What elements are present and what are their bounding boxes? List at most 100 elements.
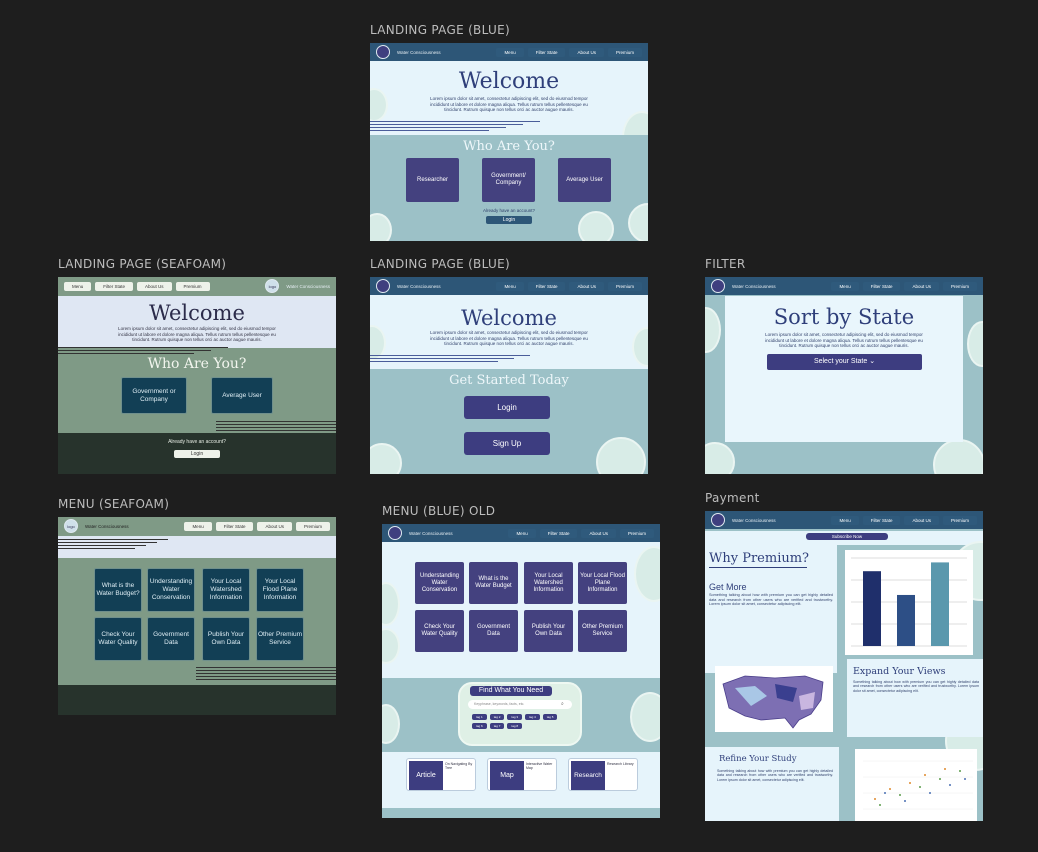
nav-menu-button[interactable]: Menu xyxy=(64,281,92,291)
role-government-button[interactable]: Government or Company xyxy=(121,377,187,414)
intro-text: Lorem ipsum dolor sit amet, consectetur … xyxy=(118,326,276,342)
menu-watershed-tile[interactable]: Your Local Watershed Information xyxy=(202,568,250,612)
nav-premium-button[interactable]: Premium xyxy=(942,515,977,525)
logo-icon[interactable] xyxy=(388,526,402,540)
menu-government-data-tile[interactable]: Government Data xyxy=(469,610,518,652)
role-average-user-button[interactable]: Average User xyxy=(211,377,273,414)
search-icon[interactable]: ⌕ xyxy=(561,701,564,707)
menu-premium-service-tile[interactable]: Other Premium Service xyxy=(578,610,627,652)
menu-conservation-tile[interactable]: Understanding Water Conservation xyxy=(415,562,464,604)
bar-chart xyxy=(845,550,973,655)
logo-icon[interactable]: logo xyxy=(265,279,280,293)
bar-chart-svg xyxy=(851,557,967,647)
menu-water-quality-tile[interactable]: Check Your Water Quality xyxy=(94,617,142,661)
chip[interactable]: tag 7 xyxy=(489,723,505,729)
bar xyxy=(863,571,881,646)
nav-filter-button[interactable]: Filter State xyxy=(862,515,901,525)
nav-filter-button[interactable]: Filter State xyxy=(527,47,566,57)
nav-premium-button[interactable]: Premium xyxy=(175,281,210,291)
payment-frame: Water Consciousness Menu Filter State Ab… xyxy=(705,511,983,821)
chip[interactable]: tag 2 xyxy=(489,714,505,720)
menu-publish-tile[interactable]: Publish Your Own Data xyxy=(202,617,250,661)
menu-flood-plane-tile[interactable]: Your Local Flood Plane Information xyxy=(578,562,627,604)
nav-about-button[interactable]: About Us xyxy=(257,521,292,531)
nav-about-button[interactable]: About Us xyxy=(904,281,939,291)
nav-about-button[interactable]: About Us xyxy=(569,281,604,291)
nav-filter-button[interactable]: Filter State xyxy=(215,521,254,531)
chip[interactable]: tag 4 xyxy=(525,714,540,720)
welcome-heading: Welcome xyxy=(458,69,560,94)
refine-card xyxy=(705,747,839,821)
nav-about-button[interactable]: About Us xyxy=(581,528,616,538)
brand-name: Water Consciousness xyxy=(732,283,776,289)
get-more-heading: Get More xyxy=(709,582,747,592)
subscribe-button[interactable]: Subscribe Now xyxy=(806,533,888,540)
frame-label-filter: FILTER xyxy=(705,257,746,271)
find-heading: Find What You Need xyxy=(470,686,552,696)
us-map-image xyxy=(715,666,833,732)
nav-premium-button[interactable]: Premium xyxy=(607,47,642,57)
chip[interactable]: tag 5 xyxy=(542,714,558,720)
nav-premium-button[interactable]: Premium xyxy=(295,521,330,531)
role-average-user-button[interactable]: Average User xyxy=(558,158,611,202)
menu-government-data-tile[interactable]: Government Data xyxy=(147,617,195,661)
nav-premium-button[interactable]: Premium xyxy=(942,281,977,291)
login-button[interactable]: Login xyxy=(464,396,550,419)
search-input[interactable]: Keyphrase, keywords, facts, etc. xyxy=(468,700,572,709)
signup-button[interactable]: Sign Up xyxy=(464,432,550,455)
research-card[interactable]: Research Research Library xyxy=(568,758,638,791)
chip[interactable]: tag 1 xyxy=(472,714,487,720)
nav-menu-button[interactable]: Menu xyxy=(831,515,859,525)
intro-text: Lorem ipsum dolor sit amet, consectetur … xyxy=(430,96,588,112)
logo-icon[interactable] xyxy=(711,279,725,293)
frame-label-menu-seafoam: MENU (SEAFOAM) xyxy=(58,497,170,511)
chip[interactable]: tag 8 xyxy=(507,723,523,729)
logo-icon[interactable] xyxy=(711,513,725,527)
logo-icon[interactable] xyxy=(376,279,390,293)
nav-about-button[interactable]: About Us xyxy=(904,515,939,525)
nav-filter-button[interactable]: Filter State xyxy=(95,281,134,291)
nav-premium-button[interactable]: Premium xyxy=(619,528,654,538)
nav-filter-button[interactable]: Filter State xyxy=(527,281,566,291)
frame-label-landing-blue-top: LANDING PAGE (BLUE) xyxy=(370,23,510,37)
nav-about-button[interactable]: About Us xyxy=(137,281,172,291)
nav-about-button[interactable]: About Us xyxy=(569,47,604,57)
menu-water-quality-tile[interactable]: Check Your Water Quality xyxy=(415,610,464,652)
landing-blue-mid-frame: Water Consciousness Menu Filter State Ab… xyxy=(370,277,648,474)
menu-water-budget-tile[interactable]: What is the Water Budget? xyxy=(94,568,142,612)
article-card[interactable]: Article On Navigating By Tree xyxy=(406,758,476,791)
nav-filter-button[interactable]: Filter State xyxy=(862,281,901,291)
logo-icon[interactable]: logo xyxy=(64,519,78,533)
article-card-desc: On Navigating By Tree xyxy=(445,762,473,770)
state-select[interactable]: Select your State ⌄ xyxy=(767,354,922,370)
role-government-button[interactable]: Government/ Company xyxy=(482,158,535,202)
brand-name: Water Consciousness xyxy=(409,530,453,536)
nav-menu-button[interactable]: Menu xyxy=(831,281,859,291)
map-card-desc: Interactive Water Map xyxy=(526,762,553,770)
login-button[interactable]: Login xyxy=(174,450,220,458)
logo-icon[interactable] xyxy=(376,45,390,59)
map-card[interactable]: Map Interactive Water Map xyxy=(487,758,557,791)
nav-menu-button[interactable]: Menu xyxy=(508,528,536,538)
get-more-body: Something talking about how with premium… xyxy=(709,593,833,607)
brand-name: Water Consciousness xyxy=(732,517,776,523)
menu-conservation-tile[interactable]: Understanding Water Conservation xyxy=(147,568,195,612)
menu-premium-service-tile[interactable]: Other Premium Service xyxy=(256,617,304,661)
nav-menu-button[interactable]: Menu xyxy=(496,47,524,57)
menu-water-budget-tile[interactable]: What is the Water Budget xyxy=(469,562,518,604)
nav-filter-button[interactable]: Filter State xyxy=(539,528,578,538)
menu-watershed-tile[interactable]: Your Local Watershed Information xyxy=(524,562,573,604)
get-started-heading: Get Started Today xyxy=(449,373,569,388)
role-researcher-button[interactable]: Researcher xyxy=(406,158,459,202)
brand-name: Water Consciousness xyxy=(286,283,330,289)
chip[interactable]: tag 6 xyxy=(472,723,487,729)
nav-menu-button[interactable]: Menu xyxy=(184,521,212,531)
menu-publish-tile[interactable]: Publish Your Own Data xyxy=(524,610,573,652)
frame-label-menu-blue-old: MENU (BLUE) OLD xyxy=(382,504,496,518)
chip[interactable]: tag 3 xyxy=(507,714,523,720)
login-button[interactable]: Login xyxy=(486,216,532,224)
chip-row: tag 1 tag 2 tag 3 tag 4 tag 5 tag 6 tag … xyxy=(472,714,572,729)
menu-flood-plane-tile[interactable]: Your Local Flood Plane Information xyxy=(256,568,304,612)
nav-premium-button[interactable]: Premium xyxy=(607,281,642,291)
nav-menu-button[interactable]: Menu xyxy=(496,281,524,291)
